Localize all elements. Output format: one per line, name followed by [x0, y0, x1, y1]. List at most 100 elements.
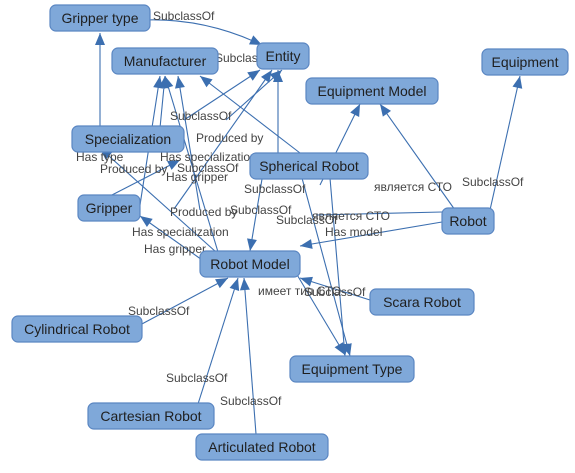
node-box[interactable] [289, 355, 415, 383]
edge-line [197, 277, 239, 405]
edge-arrowhead [512, 76, 523, 89]
edge-line [489, 75, 521, 211]
node-cylindrical-robot[interactable]: Cylindrical Robot [11, 315, 143, 343]
edge-label-scara-subclass: SubclassOf [304, 285, 366, 299]
node-box[interactable] [249, 152, 369, 180]
edge-label-subclass-of-3: SubclassOf [230, 203, 292, 217]
edge-label-cyl-subclass: SubclassOf [128, 304, 190, 318]
node-label: Robot [449, 213, 486, 229]
edge-arrowhead [269, 70, 282, 82]
edge-arrowhead [140, 216, 153, 228]
edge-line [183, 69, 261, 121]
edge-line [177, 75, 201, 211]
node-box[interactable] [71, 125, 185, 153]
edge-arrowhead [95, 33, 105, 45]
node-cartesian-robot[interactable]: Cartesian Robot [87, 402, 215, 430]
edge-label-art-subclass: SubclassOf [220, 394, 282, 408]
node-box[interactable] [111, 47, 219, 75]
node-label: Equipment [492, 54, 559, 70]
node-box[interactable] [199, 250, 301, 278]
node-box[interactable] [481, 48, 569, 76]
edge-label-produced-by-1: Produced by [196, 131, 263, 145]
edge-label-is-sto: является СТО [312, 209, 390, 223]
node-label: Specialization [85, 131, 171, 147]
node-robot[interactable]: Robot [441, 207, 495, 235]
edge-line [299, 221, 443, 247]
edge-line [315, 211, 443, 216]
edge-label-robot-is-sto: является СТО [374, 180, 452, 194]
edge-line [199, 75, 301, 154]
edge-line [164, 75, 219, 253]
edge-line [139, 215, 206, 263]
edge-label-has-spec-1: Has specialization [160, 150, 257, 164]
node-box[interactable] [87, 402, 215, 430]
edge-arrowhead [153, 76, 164, 89]
edge-arrowhead [163, 76, 174, 89]
node-label: Cartesian Robot [100, 408, 201, 424]
edge-label-subclass-of-2: SubclassOf [177, 161, 239, 175]
node-robot-model[interactable]: Robot Model [199, 250, 301, 278]
node-label: Gripper type [61, 10, 138, 26]
edge-label-spec-entity: SubclassOf [170, 109, 232, 123]
node-gripper-type[interactable]: Gripper type [49, 4, 151, 32]
edge-arrowhead [247, 238, 257, 251]
node-box[interactable] [77, 194, 141, 222]
node-equipment-type[interactable]: Equipment Type [289, 355, 415, 383]
node-spherical-robot[interactable]: Spherical Robot [249, 152, 369, 180]
edge-label-subclass-of-4: SubclassOf [276, 213, 338, 227]
edge-arrowhead [380, 104, 392, 117]
node-label: Manufacturer [124, 53, 207, 69]
node-scara-robot[interactable]: Scara Robot [369, 288, 475, 316]
edge-label-robot-subclass: SubclassOf [462, 175, 524, 189]
edge-label-has-spec-2: Has specialization [132, 225, 229, 239]
node-box[interactable] [11, 315, 143, 343]
edge-label-has-gripper-2: Has gripper [144, 242, 206, 256]
edge-label-has-model: Has model [325, 225, 382, 239]
edge-label-has-type-sto: имеет тип СТО [258, 284, 341, 298]
node-box[interactable] [49, 4, 151, 32]
edge-arrowhead [300, 276, 313, 287]
edge-arrowhead [249, 35, 262, 45]
node-label: Cylindrical Robot [24, 321, 130, 337]
edge-label-has-type: Has type [76, 150, 124, 164]
edge-line [99, 147, 217, 253]
node-box[interactable] [441, 207, 495, 235]
edge-label-has-gripper-1: Has gripper [166, 170, 228, 184]
edge-arrowhead [260, 70, 272, 83]
edge-line [225, 69, 283, 121]
edge-line [379, 103, 456, 211]
edge-arrowhead [200, 76, 213, 88]
edge-arrowhead [239, 278, 250, 291]
edge-arrowhead [300, 239, 313, 249]
edges-layer [95, 19, 523, 435]
edge-label-produced-by-3: Produced by [170, 205, 237, 219]
node-box[interactable] [195, 433, 329, 461]
edge-arrowhead [229, 278, 240, 291]
node-equipment-model[interactable]: Equipment Model [305, 77, 439, 105]
edge-label-produced-by-2: Produced by [100, 162, 167, 176]
node-equipment[interactable]: Equipment [481, 48, 569, 76]
node-gripper[interactable]: Gripper [77, 194, 141, 222]
edge-arrowhead [350, 104, 360, 117]
node-box[interactable] [369, 288, 475, 316]
edge-arrowhead [334, 342, 345, 355]
edge-line [139, 277, 229, 326]
edge-line [243, 277, 257, 435]
node-label: Equipment Type [302, 361, 403, 377]
node-box[interactable] [305, 77, 439, 105]
node-entity[interactable]: Entity [256, 42, 310, 70]
node-label: Articulated Robot [208, 439, 316, 455]
node-label: Gripper [86, 200, 133, 216]
node-articulated-robot[interactable]: Articulated Robot [195, 433, 329, 461]
node-label: Spherical Robot [259, 158, 359, 174]
node-manufacturer[interactable]: Manufacturer [111, 47, 219, 75]
node-specialization[interactable]: Specialization [71, 125, 185, 153]
edge-line [329, 177, 346, 357]
edge-arrowhead [247, 70, 260, 81]
edge-line [249, 178, 263, 252]
node-box[interactable] [256, 42, 310, 70]
edge-label-sph-subclass: SubclassOf [244, 182, 306, 196]
edge-label-cart-subclass: SubclassOf [166, 371, 228, 385]
